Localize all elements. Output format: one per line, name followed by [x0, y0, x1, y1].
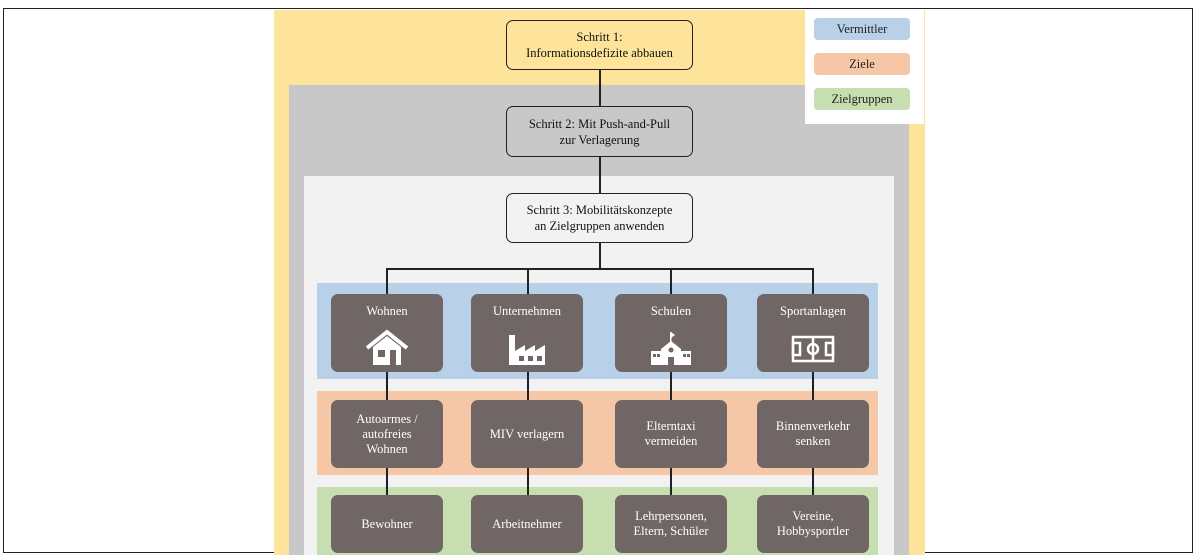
- connector-col2-goal: [527, 372, 529, 400]
- connector-col4-target: [812, 468, 814, 495]
- connector-col3-target: [670, 468, 672, 495]
- goal-node: MIV verlagern: [471, 400, 583, 468]
- connector-step3-branch: [599, 243, 601, 268]
- category-sportanlagen: Sportanlagen: [757, 294, 869, 372]
- step3-box: Schritt 3: Mobilitätskonzepte an Zielgru…: [506, 193, 693, 243]
- target-group-node: Lehrpersonen, Eltern, Schüler: [615, 495, 727, 553]
- goal-node: Binnenverkehr senken: [757, 400, 869, 468]
- goal-node: Elterntaxi vermeiden: [615, 400, 727, 468]
- house-icon: [365, 329, 409, 365]
- connector-col2-target: [527, 468, 529, 495]
- category-label: Sportanlagen: [780, 304, 846, 318]
- category-label: Unternehmen: [492, 304, 562, 318]
- branch-line: [386, 268, 813, 270]
- legend-item-vermittler: Vermittler: [814, 18, 910, 40]
- category-wohnen: Wohnen: [331, 294, 443, 372]
- connector-col4-goal: [812, 372, 814, 400]
- connector-col1-goal: [386, 372, 388, 400]
- target-group-node: Arbeitnehmer: [471, 495, 583, 553]
- connector-col3: [670, 268, 672, 294]
- step2-box: Schritt 2: Mit Push-and-Pull zur Verlage…: [506, 106, 693, 157]
- target-group-node: Bewohner: [331, 495, 443, 553]
- connector-step1-step2: [599, 70, 601, 106]
- school-icon: [651, 332, 691, 365]
- factory-icon: [509, 335, 545, 365]
- goal-node: Autoarmes / autofreies Wohnen: [331, 400, 443, 468]
- connector-col1: [386, 268, 388, 294]
- legend-item-zielgruppen: Zielgruppen: [814, 88, 910, 110]
- category-unternehmen: Unternehmen: [471, 294, 583, 372]
- step1-box: Schritt 1: Informationsdefizite abbauen: [506, 20, 693, 70]
- legend-item-ziele: Ziele: [814, 53, 910, 75]
- connector-col2: [527, 268, 529, 294]
- connector-col1-target: [386, 468, 388, 495]
- category-label: Schulen: [650, 304, 692, 318]
- target-group-node: Vereine, Hobbysportler: [757, 495, 869, 553]
- connector-col3-goal: [670, 372, 672, 400]
- connector-col4: [812, 268, 814, 294]
- sports-field-icon: [791, 335, 835, 363]
- legend: Vermittler Ziele Zielgruppen: [805, 10, 924, 124]
- category-label: Wohnen: [366, 304, 408, 318]
- connector-step2-step3: [599, 157, 601, 193]
- category-schulen: Schulen: [615, 294, 727, 372]
